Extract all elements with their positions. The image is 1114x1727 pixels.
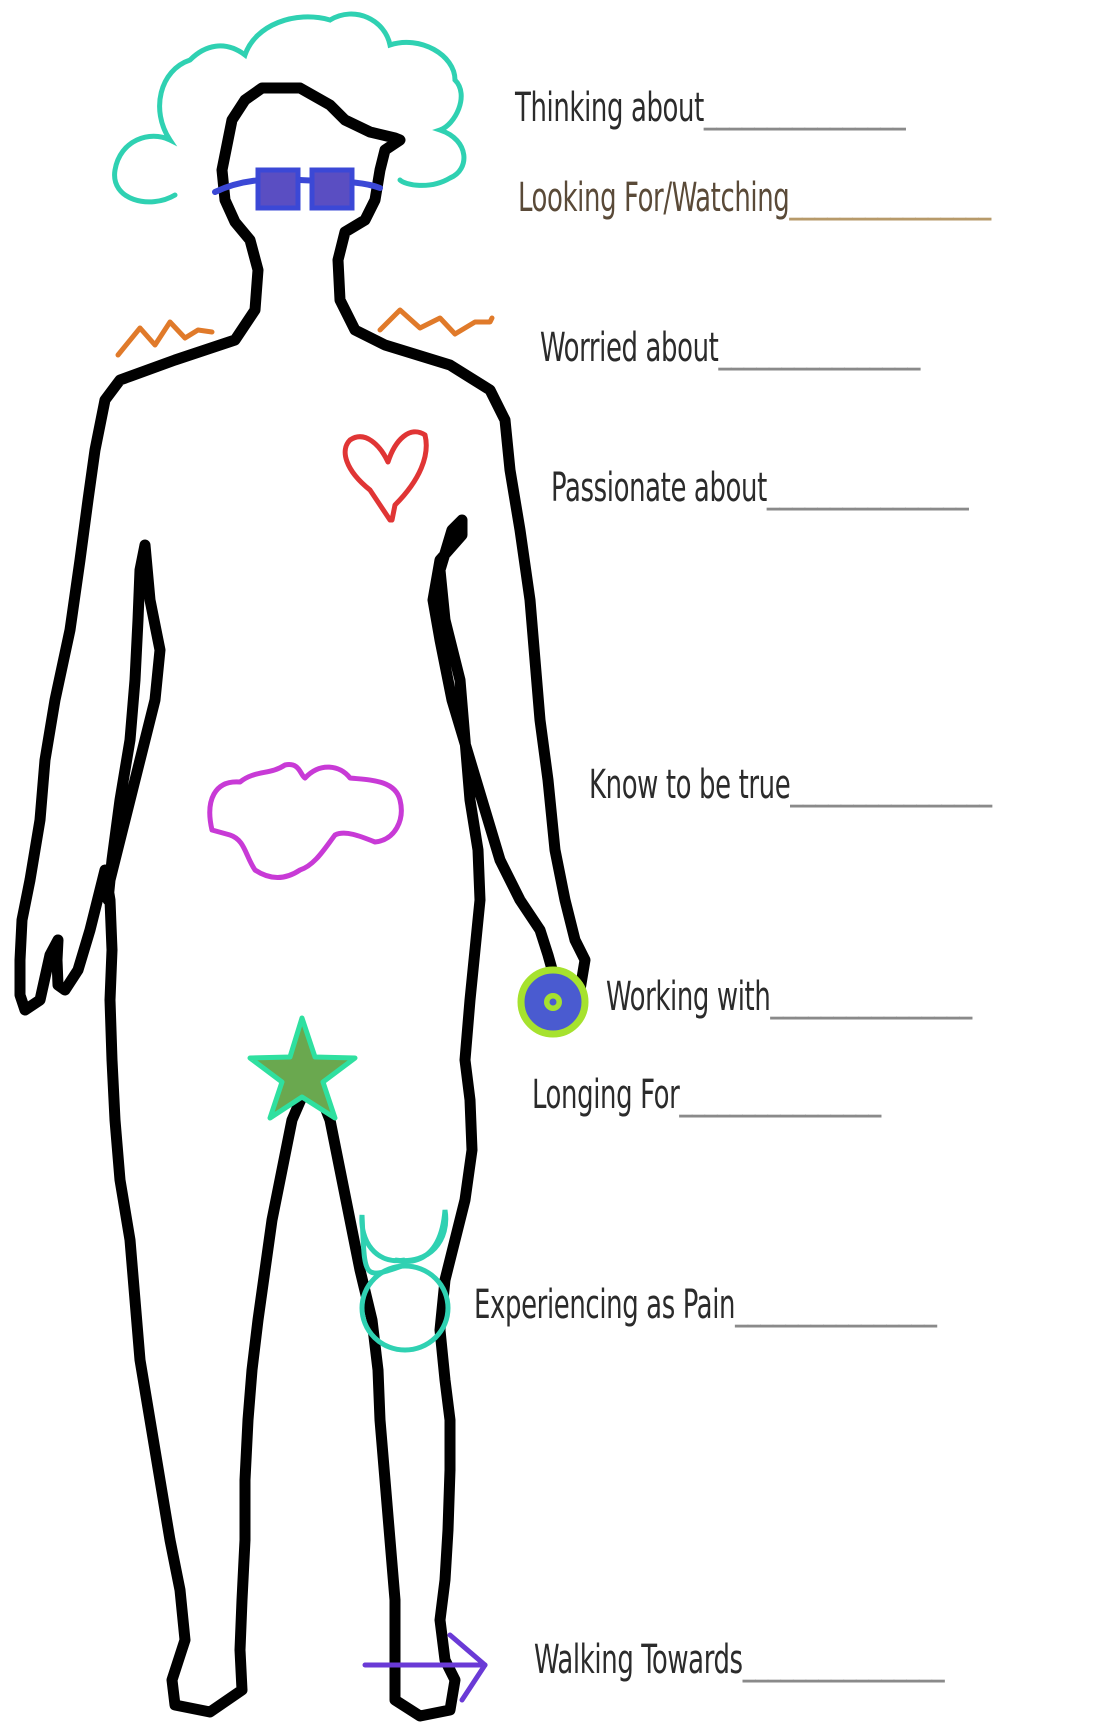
prompt-thinking: Thinking about________________ — [515, 88, 905, 128]
prompt-worried-line[interactable]: ________________ — [718, 325, 919, 371]
prompt-thinking-line[interactable]: ________________ — [704, 85, 905, 131]
prompt-looking: Looking For/Watching________________ — [518, 178, 991, 218]
prompt-looking-text: Looking For/Watching — [518, 175, 789, 221]
prompt-longing: Longing For________________ — [532, 1075, 881, 1115]
prompt-pain: Experiencing as Pain________________ — [474, 1285, 937, 1325]
prompt-worried: Worried about________________ — [540, 328, 920, 368]
pain-circle-ring — [362, 1266, 448, 1350]
heart-icon — [345, 432, 426, 520]
prompt-passionate: Passionate about________________ — [551, 468, 968, 508]
prompt-passionate-line[interactable]: ________________ — [767, 465, 968, 511]
prompt-working-text: Working with — [606, 974, 770, 1020]
prompt-working: Working with________________ — [606, 977, 972, 1017]
prompt-looking-line[interactable]: ________________ — [789, 175, 990, 221]
prompt-pain-line[interactable]: ________________ — [735, 1282, 936, 1328]
prompt-worried-text: Worried about — [540, 325, 718, 371]
prompt-working-line[interactable]: ________________ — [770, 974, 971, 1020]
prompt-know-line[interactable]: ________________ — [790, 762, 991, 808]
prompt-walking-text: Walking Towards — [534, 1637, 743, 1683]
body-outline — [20, 88, 585, 1716]
prompt-know-text: Know to be true — [589, 762, 790, 808]
prompt-pain-text: Experiencing as Pain — [474, 1282, 735, 1328]
prompt-longing-line[interactable]: ________________ — [679, 1072, 880, 1118]
prompt-passionate-text: Passionate about — [551, 465, 767, 511]
prompt-longing-text: Longing For — [532, 1072, 679, 1118]
prompt-thinking-text: Thinking about — [515, 85, 704, 131]
prompt-walking: Walking Towards________________ — [534, 1640, 944, 1680]
target-icon — [521, 970, 585, 1034]
prompt-walking-line[interactable]: ________________ — [743, 1637, 944, 1683]
glasses-icon — [215, 170, 380, 208]
prompt-know: Know to be true________________ — [589, 765, 992, 805]
knowledge-cloud-icon — [210, 765, 401, 878]
tension-zigzag-icon-right — [380, 310, 492, 334]
direction-arrow-icon — [365, 1635, 485, 1700]
